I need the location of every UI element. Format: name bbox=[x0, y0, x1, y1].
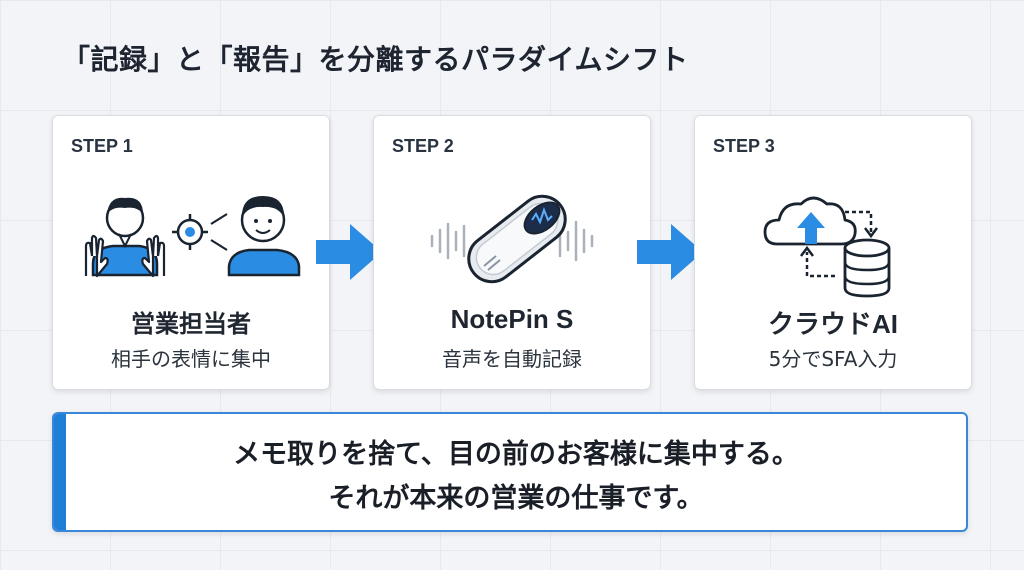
banner-line-2: それが本来の営業の仕事です。 bbox=[328, 483, 704, 514]
step-1-illustration bbox=[84, 196, 301, 278]
step-1-name: 営業担当者 bbox=[131, 310, 251, 338]
message-banner: メモ取りを捨て、目の前のお客様に集中する。 それが本来の営業の仕事です。 bbox=[52, 412, 968, 532]
banner-line-1: メモ取りを捨て、目の前のお客様に集中する。 bbox=[233, 439, 799, 470]
salesperson-icon bbox=[84, 197, 166, 278]
step-3-card: STEP 3 クラウドAI 5分でSFA入力 bbox=[694, 115, 972, 390]
step-2-desc: 音声を自動記録 bbox=[442, 347, 582, 371]
banner-accent-bar bbox=[54, 414, 66, 530]
step-2-card: STEP 2 NotePin S 音声を自動記録 bbox=[373, 115, 651, 390]
step-3-label: STEP 3 bbox=[713, 136, 775, 156]
step-1-card: STEP 1 bbox=[52, 115, 330, 390]
step-1-desc: 相手の表情に集中 bbox=[111, 347, 271, 371]
step-3-illustration bbox=[763, 196, 891, 298]
cloud-upload-icon bbox=[763, 196, 857, 246]
step-2-label: STEP 2 bbox=[392, 136, 454, 156]
sync-arrows-icon bbox=[800, 210, 878, 278]
customer-icon bbox=[227, 196, 301, 277]
step-2-illustration bbox=[430, 194, 594, 284]
step-3-name: クラウドAI bbox=[767, 309, 898, 339]
focus-target-icon bbox=[172, 213, 228, 251]
arrow-right-icon bbox=[637, 224, 703, 280]
database-icon bbox=[843, 238, 891, 298]
sound-wave-icon bbox=[430, 220, 594, 262]
step-2-name: NotePin S bbox=[450, 304, 574, 334]
page-title: 「記録」と「報告」を分離するパラダイムシフト bbox=[62, 43, 689, 76]
recorder-icon bbox=[467, 194, 567, 284]
arrow-right-icon bbox=[316, 224, 382, 280]
step-1-label: STEP 1 bbox=[71, 136, 133, 156]
step-3-desc: 5分でSFA入力 bbox=[768, 347, 898, 371]
